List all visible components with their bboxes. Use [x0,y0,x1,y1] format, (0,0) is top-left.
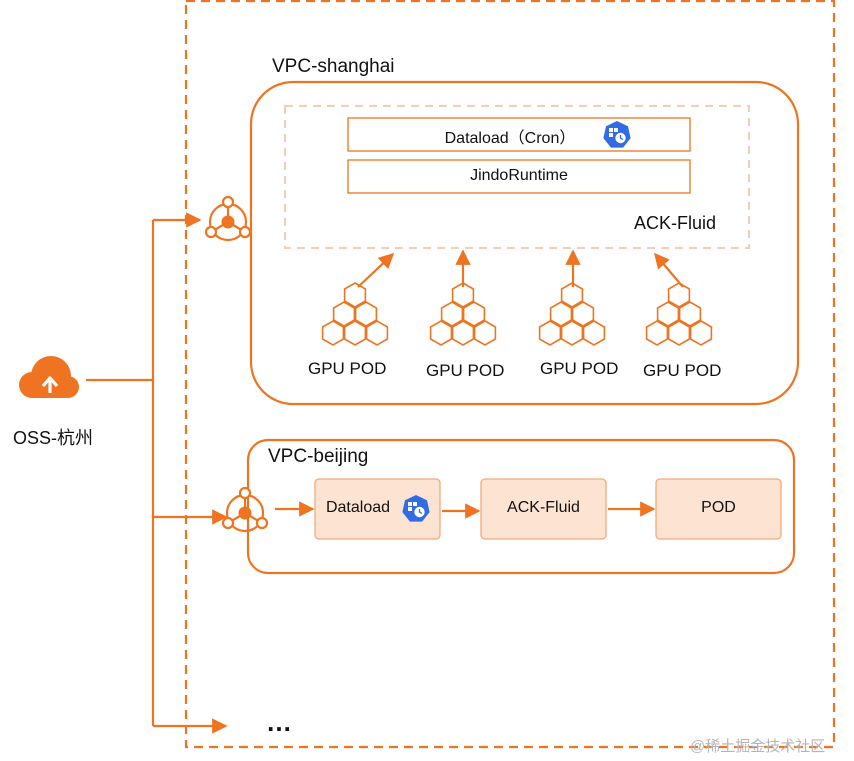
network-gateway-icon[interactable] [221,486,269,533]
gpu-pod-label: GPU POD [308,359,387,378]
hexagon-cluster-icon [429,282,497,346]
oss-label: OSS-杭州 [13,428,94,448]
vpc-shanghai-container [249,80,800,406]
dataload-label: Dataload [325,499,391,516]
pod-arrow [654,252,684,288]
watermark: @稀土掘金技术社区 [690,738,826,755]
more-ellipsis: … [266,707,293,737]
gpu-pod-label: GPU POD [643,361,722,380]
cloud-upload-icon[interactable] [19,356,79,398]
gpu-pod-label: GPU POD [426,361,505,380]
dataload-cron-label: Dataload（Cron） [444,130,576,147]
vpc-shanghai-title: VPC-shanghai [272,56,395,77]
pod-label: POD [701,499,736,516]
ack-fluid-box[interactable] [480,478,607,540]
jindo-runtime-label: JindoRuntime [470,167,568,184]
dataload-cron-box[interactable] [347,117,691,152]
vpc-beijing-container [246,438,796,575]
hexagon-cluster-icon [321,282,389,346]
network-gateway-icon[interactable] [204,195,252,242]
ack-fluid-label: ACK-Fluid [634,213,717,233]
hexagon-cluster-icon [645,282,713,346]
hexagon-cluster-icon [538,282,606,346]
jindo-runtime-box[interactable] [347,159,691,194]
ack-fluid-cluster-boundary [284,105,750,249]
vpc-beijing-title: VPC-beijing [268,446,369,467]
dataload-box[interactable] [314,478,441,540]
pod-arrow [357,252,395,288]
outer-boundary [184,0,836,749]
gpu-pod-label: GPU POD [540,359,619,378]
pod-box[interactable] [655,478,782,540]
ack-fluid-box-label: ACK-Fluid [507,499,580,516]
